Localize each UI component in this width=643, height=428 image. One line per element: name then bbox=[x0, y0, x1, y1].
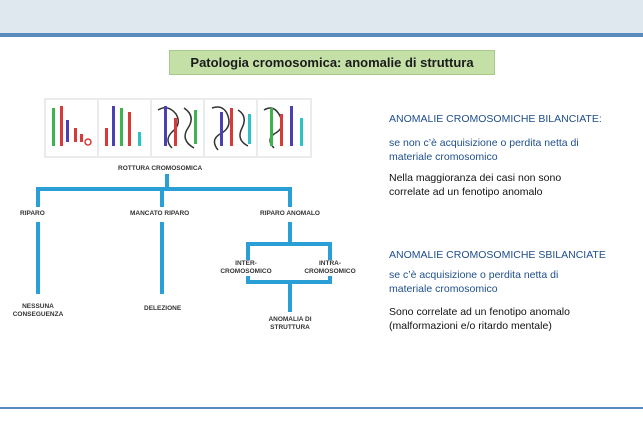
branch-mancato-riparo: MANCATO RIPARO bbox=[130, 210, 190, 217]
chromosome-break-diagram: ROTTURA CROMOSOMICA RIPARO MANCATO RIPAR… bbox=[0, 160, 360, 360]
connector bbox=[36, 187, 292, 191]
branch-riparo-anomalo: RIPARO ANOMALO bbox=[260, 210, 320, 217]
connector bbox=[288, 282, 292, 312]
connector bbox=[165, 174, 169, 188]
outcome-anomalia-struttura: ANOMALIA DI STRUTTURA bbox=[268, 316, 312, 331]
connector bbox=[288, 187, 292, 207]
connector bbox=[160, 187, 164, 207]
header-band bbox=[0, 0, 643, 33]
unbalanced-note: Sono correlate ad un fenotipo anomalo (m… bbox=[389, 306, 570, 332]
slide-title: Patologia cromosomica: anomalie di strut… bbox=[169, 50, 495, 75]
footer-rule bbox=[0, 407, 643, 409]
unbalanced-definition: se c’è acquisizione o perdita netta di m… bbox=[389, 269, 559, 295]
connector bbox=[36, 187, 40, 207]
balanced-heading: ANOMALIE CROMOSOMICHE BILANCIATE: bbox=[389, 113, 602, 125]
balanced-note: Nella maggioranza dei casi non sono corr… bbox=[389, 172, 562, 198]
balanced-definition: se non c’è acquisizione o perdita netta … bbox=[389, 137, 579, 163]
sub-intra-cromosomico: INTRA-CROMOSOMICO bbox=[302, 260, 358, 276]
sub-inter-cromosomico: INTER-CROMOSOMICO bbox=[220, 260, 272, 276]
connector bbox=[246, 242, 332, 246]
connector bbox=[36, 222, 40, 294]
outcome-delezione: DELEZIONE bbox=[144, 305, 182, 312]
connector bbox=[160, 222, 164, 294]
header-rule bbox=[0, 33, 643, 37]
connector bbox=[288, 222, 292, 244]
outcome-nessuna-conseguenza: NESSUNA CONSEGUENZA bbox=[12, 303, 64, 318]
chromosome-illustration bbox=[44, 98, 312, 158]
branch-riparo: RIPARO bbox=[20, 210, 45, 217]
unbalanced-heading: ANOMALIE CROMOSOMICHE SBILANCIATE bbox=[389, 249, 606, 261]
root-node: ROTTURA CROMOSOMICA bbox=[118, 165, 203, 172]
